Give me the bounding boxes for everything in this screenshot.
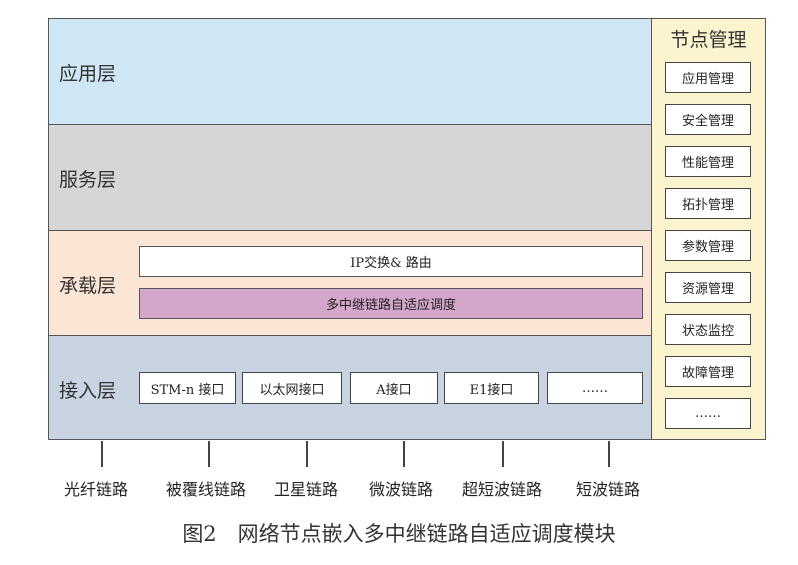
ip-switching-routing-box: IP交换& 路由 — [139, 246, 643, 277]
figure-caption: 图2 网络节点嵌入多中继链路自适应调度模块 — [182, 522, 616, 546]
bearer-layer-label: 承载层 — [59, 275, 117, 297]
multi-relay-scheduling-box: 多中继链路自适应调度 — [139, 288, 643, 319]
service-layer-label: 服务层 — [59, 169, 117, 191]
mgmt-item-status: 状态监控 — [665, 314, 751, 345]
link-label-microwave: 微波链路 — [368, 480, 434, 499]
interface-ethernet: 以太网接口 — [242, 372, 342, 404]
link-label-fiber: 光纤链路 — [63, 480, 129, 499]
node-management-title: 节点管理 — [670, 29, 747, 51]
link-tick-covered — [208, 441, 210, 467]
mgmt-item-parameter: 参数管理 — [665, 230, 751, 261]
bearer-layer: 承载层 IP交换& 路由 多中继链路自适应调度 — [48, 230, 652, 336]
mgmt-item-topology: 拓扑管理 — [665, 188, 751, 219]
application-layer: 应用层 — [48, 18, 652, 125]
interface-stm-n: STM-n 接口 — [139, 372, 236, 404]
access-layer-label: 接入层 — [59, 380, 117, 402]
interface-e1: E1接口 — [444, 372, 539, 404]
mgmt-item-performance: 性能管理 — [665, 146, 751, 177]
link-tick-ushortwave — [502, 441, 504, 467]
link-tick-satellite — [306, 441, 308, 467]
node-management-panel: 节点管理 应用管理 安全管理 性能管理 拓扑管理 参数管理 资源管理 状态监控 … — [651, 18, 766, 440]
link-label-shortwave: 短波链路 — [575, 480, 641, 499]
link-tick-microwave — [403, 441, 405, 467]
application-layer-label: 应用层 — [59, 63, 117, 85]
access-layer: 接入层 STM-n 接口 以太网接口 A接口 E1接口 …… — [48, 335, 652, 440]
mgmt-item-application: 应用管理 — [665, 62, 751, 93]
link-tick-fiber — [101, 441, 103, 467]
service-layer: 服务层 — [48, 124, 652, 231]
mgmt-item-resource: 资源管理 — [665, 272, 751, 303]
mgmt-item-security: 安全管理 — [665, 104, 751, 135]
interface-more: …… — [547, 372, 643, 404]
mgmt-item-more: …… — [665, 398, 751, 429]
link-label-ushortwave: 超短波链路 — [461, 480, 543, 499]
link-tick-shortwave — [608, 441, 610, 467]
link-label-covered: 被覆线链路 — [165, 480, 247, 499]
mgmt-item-fault: 故障管理 — [665, 356, 751, 387]
link-label-satellite: 卫星链路 — [273, 480, 339, 499]
interface-a: A接口 — [350, 372, 438, 404]
